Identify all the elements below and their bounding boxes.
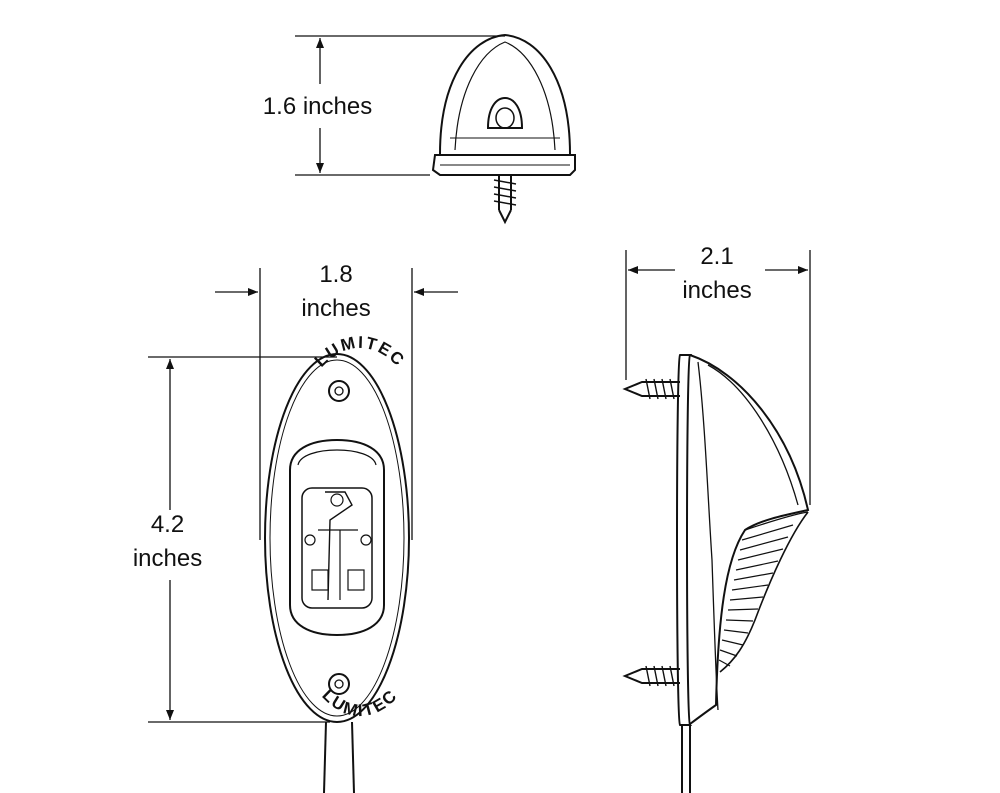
depth-dimension <box>625 250 811 505</box>
width-label: 1.8 inches <box>276 258 396 326</box>
length-value: 4.2 <box>150 511 185 538</box>
height-label: 1.6 inches <box>245 90 390 124</box>
height-value: 1.6 inches <box>262 93 373 120</box>
length-unit: inches <box>132 545 203 572</box>
width-value: 1.8 <box>319 261 353 288</box>
length-dimension <box>148 356 337 723</box>
front-view <box>431 33 576 225</box>
width-unit: inches <box>301 295 371 322</box>
width-dimension <box>215 268 458 540</box>
length-label: 4.2 inches <box>110 508 225 576</box>
depth-value: 2.1 <box>700 243 734 270</box>
side-view <box>622 354 810 793</box>
height-dimension <box>295 35 505 176</box>
depth-unit: inches <box>682 277 752 304</box>
top-view <box>264 353 410 793</box>
depth-label: 2.1 inches <box>658 240 776 308</box>
